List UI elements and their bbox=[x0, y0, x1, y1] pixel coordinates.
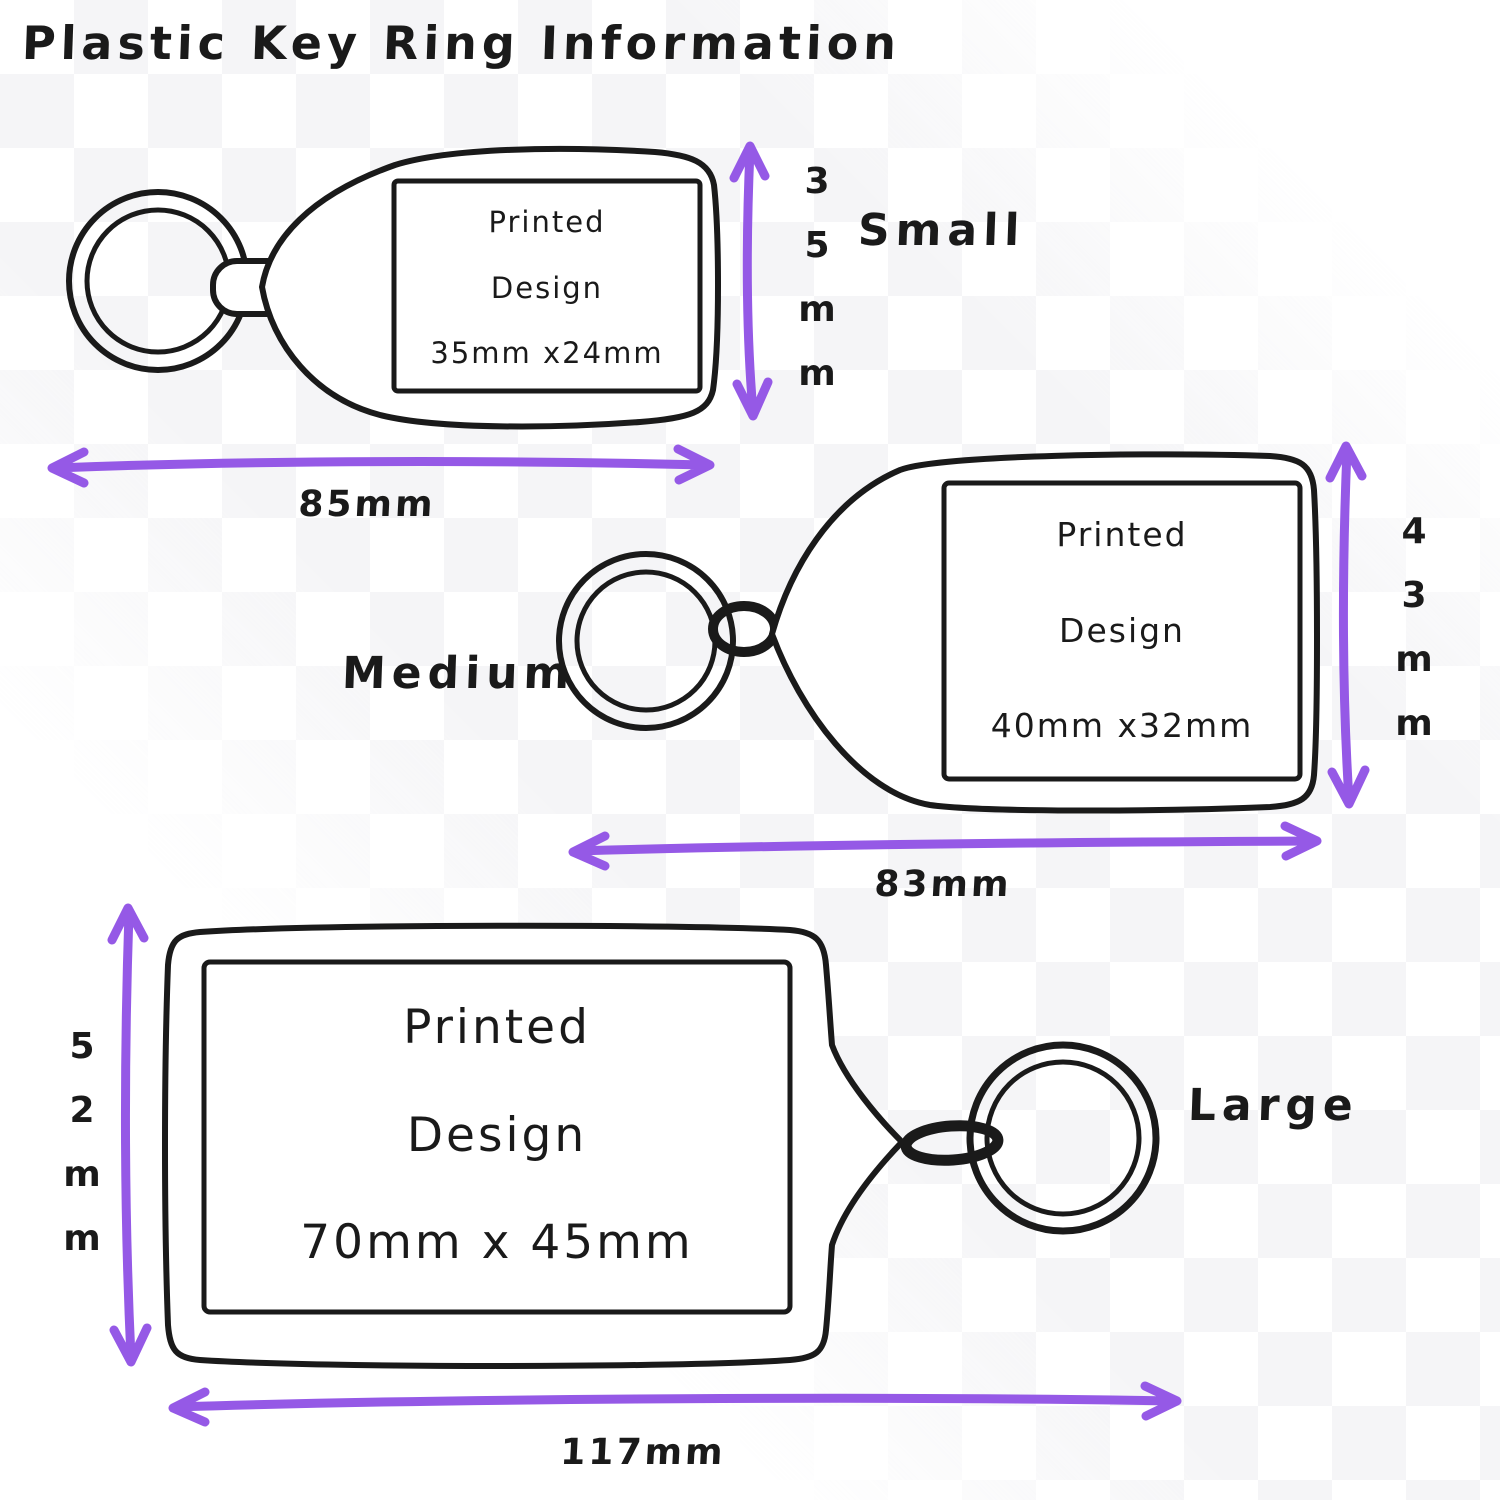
small-height-label: 3 5 m m bbox=[795, 150, 839, 406]
small-height-char: m bbox=[798, 353, 836, 394]
medium-design-line2: Design bbox=[1059, 610, 1185, 650]
small-width-arrow bbox=[47, 444, 715, 488]
medium-height-arrow bbox=[1325, 441, 1370, 809]
large-design-line1: Printed bbox=[403, 1000, 591, 1055]
medium-size-label: Medium bbox=[341, 648, 577, 699]
large-width-label: 117mm bbox=[559, 1432, 727, 1473]
large-height-char: m bbox=[63, 1154, 101, 1195]
medium-design-dims: 40mm x32mm bbox=[990, 706, 1254, 745]
medium-height-char: 4 bbox=[1401, 511, 1427, 552]
small-height-char: m bbox=[798, 289, 836, 330]
small-height-char: 3 bbox=[804, 161, 830, 202]
medium-height-label: 4 3 m m bbox=[1392, 500, 1436, 756]
large-height-char: 5 bbox=[69, 1026, 95, 1067]
large-ring-inner bbox=[984, 1059, 1142, 1217]
medium-ring-inner bbox=[574, 569, 718, 713]
large-width-arrow bbox=[168, 1381, 1182, 1427]
small-height-arrow bbox=[729, 141, 773, 421]
page-title: Plastic Key Ring Information bbox=[21, 16, 903, 70]
small-width-label: 85mm bbox=[297, 484, 437, 525]
small-design-dims: 35mm x24mm bbox=[430, 336, 664, 370]
large-height-char: 2 bbox=[69, 1090, 95, 1131]
medium-width-arrow bbox=[568, 821, 1322, 871]
medium-design-line1: Printed bbox=[1056, 515, 1188, 554]
large-height-label: 5 2 m m bbox=[60, 1015, 104, 1271]
medium-link-icon bbox=[708, 601, 780, 657]
medium-height-char: m bbox=[1395, 703, 1433, 744]
medium-height-char: 3 bbox=[1401, 575, 1427, 616]
small-design-text: Printed Design 35mm x24mm bbox=[394, 205, 700, 370]
small-size-label: Small bbox=[857, 205, 1027, 256]
small-height-char: 5 bbox=[804, 225, 830, 266]
large-size-label: Large bbox=[1187, 1080, 1360, 1131]
medium-ring-outer bbox=[556, 551, 736, 731]
large-design-line2: Design bbox=[406, 1107, 588, 1163]
large-design-dims: 70mm x 45mm bbox=[300, 1215, 694, 1270]
large-height-char: m bbox=[63, 1218, 101, 1259]
medium-height-char: m bbox=[1395, 639, 1433, 680]
small-design-line1: Printed bbox=[488, 205, 606, 239]
large-height-arrow bbox=[107, 903, 152, 1367]
small-ring-inner bbox=[84, 207, 232, 355]
large-design-text: Printed Design 70mm x 45mm bbox=[204, 1000, 790, 1270]
medium-design-text: Printed Design 40mm x32mm bbox=[944, 515, 1300, 745]
small-design-line2: Design bbox=[490, 270, 604, 305]
medium-width-label: 83mm bbox=[873, 864, 1013, 905]
